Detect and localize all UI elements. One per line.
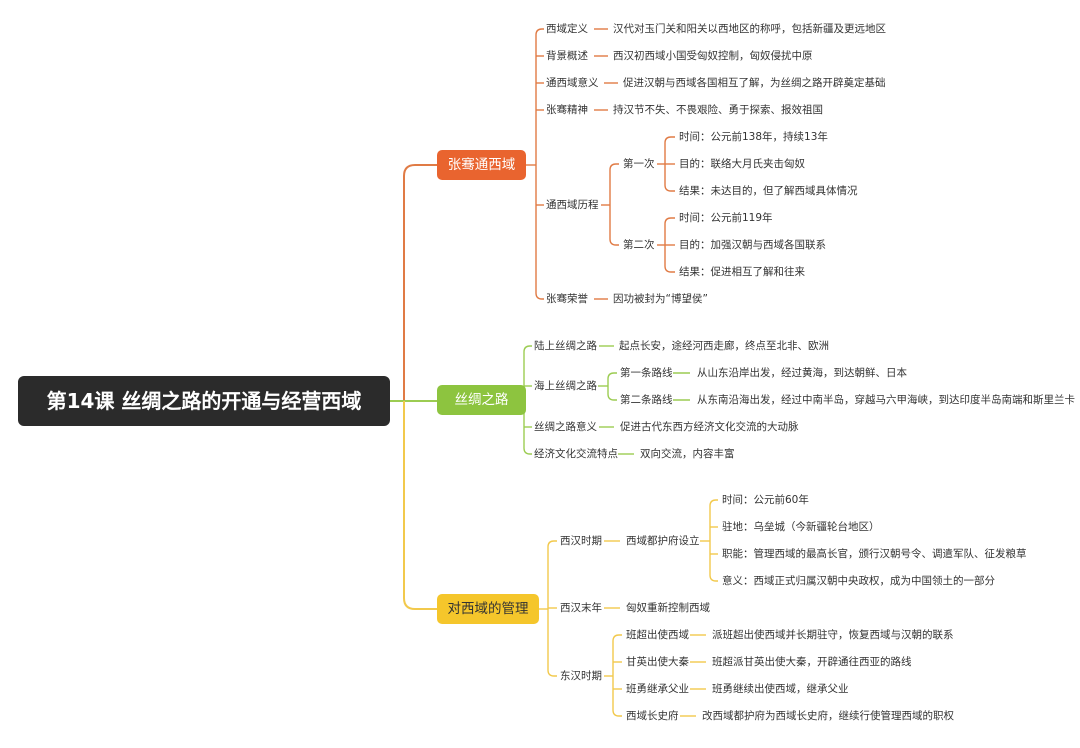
node-desc: 班勇继续出使西域，继承父业	[712, 683, 849, 695]
node-desc: 派班超出使西域并长期驻守，恢复西域与汉朝的联系	[712, 629, 954, 641]
node-desc: 从山东沿岸出发，经过黄海，到达朝鲜、日本	[697, 367, 907, 379]
node-desc: 促进古代东西方经济文化交流的大动脉	[620, 421, 799, 433]
node-label[interactable]: 第一次	[623, 158, 655, 170]
connector-line	[609, 163, 619, 171]
connector-line	[664, 217, 675, 225]
node-label[interactable]: 第二次	[623, 239, 655, 251]
connector-line	[535, 28, 544, 36]
node-desc: 目的：加强汉朝与西域各国联系	[679, 239, 826, 251]
connector-line	[607, 393, 617, 401]
node-label[interactable]: 东汉时期	[560, 670, 602, 682]
node-label[interactable]: 张骞荣誉	[546, 293, 588, 305]
node-label[interactable]: 第二条路线	[620, 394, 673, 406]
connector-line	[607, 372, 617, 380]
node-desc: 汉代对玉门关和阳关以西地区的称呼，包括新疆及更远地区	[613, 23, 886, 35]
node-desc: 西汉初西域小国受匈奴控制，匈奴侵扰中原	[613, 50, 813, 62]
node-desc: 意义：西域正式归属汉朝中央政权，成为中国领土的一部分	[722, 575, 995, 587]
node-desc: 持汉节不失、不畏艰险、勇于探索、报效祖国	[613, 104, 823, 116]
node-desc: 促进汉朝与西域各国相互了解，为丝绸之路开辟奠定基础	[623, 77, 886, 89]
connector-line	[523, 345, 532, 353]
connector-line	[664, 136, 675, 144]
connector-line	[403, 401, 437, 610]
node-desc: 结果：未达目的，但了解西域具体情况	[679, 185, 858, 197]
connector-line	[709, 499, 718, 507]
node-label[interactable]: 西域长史府	[626, 710, 679, 722]
node-desc: 目的：联络大月氏夹击匈奴	[679, 158, 805, 170]
connector-line	[664, 265, 675, 273]
branch-zhangqian[interactable]: 张骞通西域	[437, 150, 526, 180]
connector-line	[390, 164, 437, 402]
node-label[interactable]: 张骞精神	[546, 104, 588, 116]
connector-line	[612, 709, 622, 717]
connector-line	[709, 574, 718, 582]
connector-line	[523, 447, 532, 455]
node-label[interactable]: 西域定义	[546, 23, 588, 35]
node-desc: 时间：公元前60年	[722, 494, 809, 506]
node-desc: 匈奴重新控制西域	[626, 602, 710, 614]
node-label[interactable]: 西汉末年	[560, 602, 602, 614]
node-desc: 驻地：乌垒城（今新疆轮台地区）	[722, 521, 880, 533]
node-desc: 起点长安，途经河西走廊，终点至北非、欧洲	[619, 340, 829, 352]
root-topic[interactable]: 第14课 丝绸之路的开通与经营西域	[18, 376, 390, 426]
node-desc: 时间：公元前138年，持续13年	[679, 131, 828, 143]
node-desc: 改西域都护府为西域长史府，继续行使管理西域的职权	[702, 710, 954, 722]
node-label[interactable]: 西域都护府设立	[626, 535, 700, 547]
node-desc: 职能：管理西域的最高长官，颁行汉朝号令、调遣军队、征发粮草	[722, 548, 1027, 560]
connector-line	[609, 238, 619, 246]
node-desc: 因功被封为“博望侯”	[613, 293, 708, 305]
connector-line	[547, 540, 557, 548]
node-label[interactable]: 西汉时期	[560, 535, 602, 547]
node-label[interactable]: 第一条路线	[620, 367, 673, 379]
node-desc: 双向交流，内容丰富	[640, 448, 735, 460]
node-desc: 时间：公元前119年	[679, 212, 773, 224]
node-label[interactable]: 班超出使西域	[626, 629, 689, 641]
node-label[interactable]: 通西域历程	[546, 199, 599, 211]
connector-line	[535, 292, 544, 300]
node-desc: 结果：促进相互了解和往来	[679, 266, 805, 278]
node-label[interactable]: 经济文化交流特点	[534, 448, 618, 460]
node-label[interactable]: 丝绸之路意义	[534, 421, 597, 433]
connector-line	[612, 634, 622, 642]
node-label[interactable]: 班勇继承父业	[626, 683, 689, 695]
node-label[interactable]: 陆上丝绸之路	[534, 340, 597, 352]
node-label[interactable]: 背景概述	[546, 50, 588, 62]
branch-western-regions-management[interactable]: 对西域的管理	[437, 594, 539, 624]
node-label[interactable]: 海上丝绸之路	[534, 380, 597, 392]
connector-line	[664, 184, 675, 192]
node-label[interactable]: 通西域意义	[546, 77, 599, 89]
node-desc: 班超派甘英出使大秦，开辟通往西亚的路线	[712, 656, 912, 668]
node-desc: 从东南沿海出发，经过中南半岛，穿越马六甲海峡，到达印度半岛南端和斯里兰卡	[697, 394, 1075, 406]
connector-line	[547, 669, 557, 677]
branch-silk-road[interactable]: 丝绸之路	[437, 385, 526, 415]
node-label[interactable]: 甘英出使大秦	[626, 656, 689, 668]
